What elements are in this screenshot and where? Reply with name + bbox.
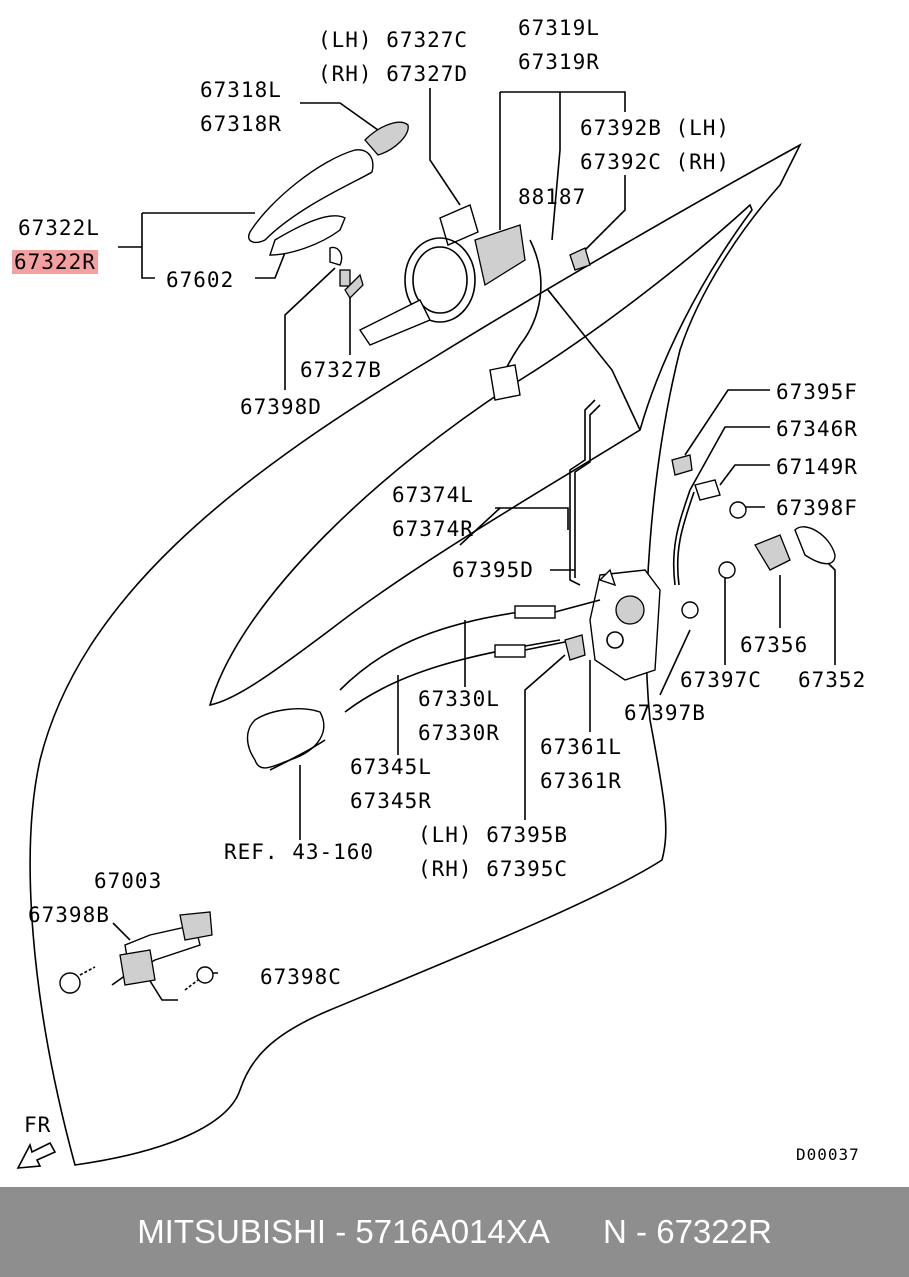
label-67346r: 67346R <box>776 417 858 441</box>
footer-bar: MITSUBISHI - 5716A014XA N - 67322R <box>0 1187 909 1277</box>
drawing-code: D00037 <box>796 1145 860 1164</box>
label-67352: 67352 <box>798 668 867 692</box>
label-67398f: 67398F <box>776 496 858 520</box>
label-67003: 67003 <box>94 869 163 893</box>
door-check <box>59 911 214 994</box>
label-67330l: 67330L <box>418 687 500 711</box>
label-67395d: 67395D <box>452 558 534 582</box>
label-67345l: 67345L <box>350 755 432 779</box>
label-67395c: (RH) 67395C <box>418 857 569 881</box>
label-67318l: 67318L <box>200 78 282 102</box>
label-67398c: 67398C <box>260 965 342 989</box>
window-frame <box>208 203 753 707</box>
outside-handle-group <box>248 121 591 401</box>
label-67392c: 67392C (RH) <box>580 150 731 174</box>
label-67602: 67602 <box>166 268 235 292</box>
label-67356: 67356 <box>740 633 809 657</box>
inside-handle <box>246 708 326 771</box>
label-67149r: 67149R <box>776 455 858 479</box>
label-67327d: (RH) 67327D <box>318 62 469 86</box>
label-fr: FR <box>24 1113 52 1137</box>
label-67345r: 67345R <box>350 789 432 813</box>
label-67395f: 67395F <box>776 380 858 404</box>
label-67398d: 67398D <box>240 395 322 419</box>
label-67318r: 67318R <box>200 112 282 136</box>
label-67397b: 67397B <box>624 701 706 725</box>
footer-part-info: MITSUBISHI - 5716A014XA N - 67322R <box>137 1213 772 1250</box>
label-67398b: 67398B <box>28 903 110 927</box>
label-67361r: 67361R <box>540 769 622 793</box>
hardware-right <box>598 454 836 619</box>
label-67374l: 67374L <box>392 483 474 507</box>
label-67392b: 67392B (LH) <box>580 116 731 140</box>
door-outline <box>29 143 802 1166</box>
latch-and-cables <box>339 399 695 713</box>
door-assembly-drawing <box>16 88 836 1169</box>
label-88187: 88187 <box>518 185 587 209</box>
label-67322r-highlighted: 67322R <box>12 250 98 274</box>
label-67395b: (LH) 67395B <box>418 823 569 847</box>
label-67361l: 67361L <box>540 735 622 759</box>
label-67330r: 67330R <box>418 721 500 745</box>
label-67319l: 67319L <box>518 16 600 40</box>
label-67319r: 67319R <box>518 50 600 74</box>
label-67374r: 67374R <box>392 517 474 541</box>
window-inner <box>547 289 641 431</box>
label-67397c: 67397C <box>680 668 762 692</box>
fr-arrow-icon <box>16 1141 57 1169</box>
parts-diagram: (LH) 67327C (RH) 67327D 67319L 67319R 67… <box>12 16 867 1169</box>
label-67327b: 67327B <box>300 358 382 382</box>
label-67322l: 67322L <box>18 216 100 240</box>
label-ref-43-160: REF. 43-160 <box>224 840 375 864</box>
label-67327c: (LH) 67327C <box>318 28 469 52</box>
leader-lines <box>111 88 836 1001</box>
